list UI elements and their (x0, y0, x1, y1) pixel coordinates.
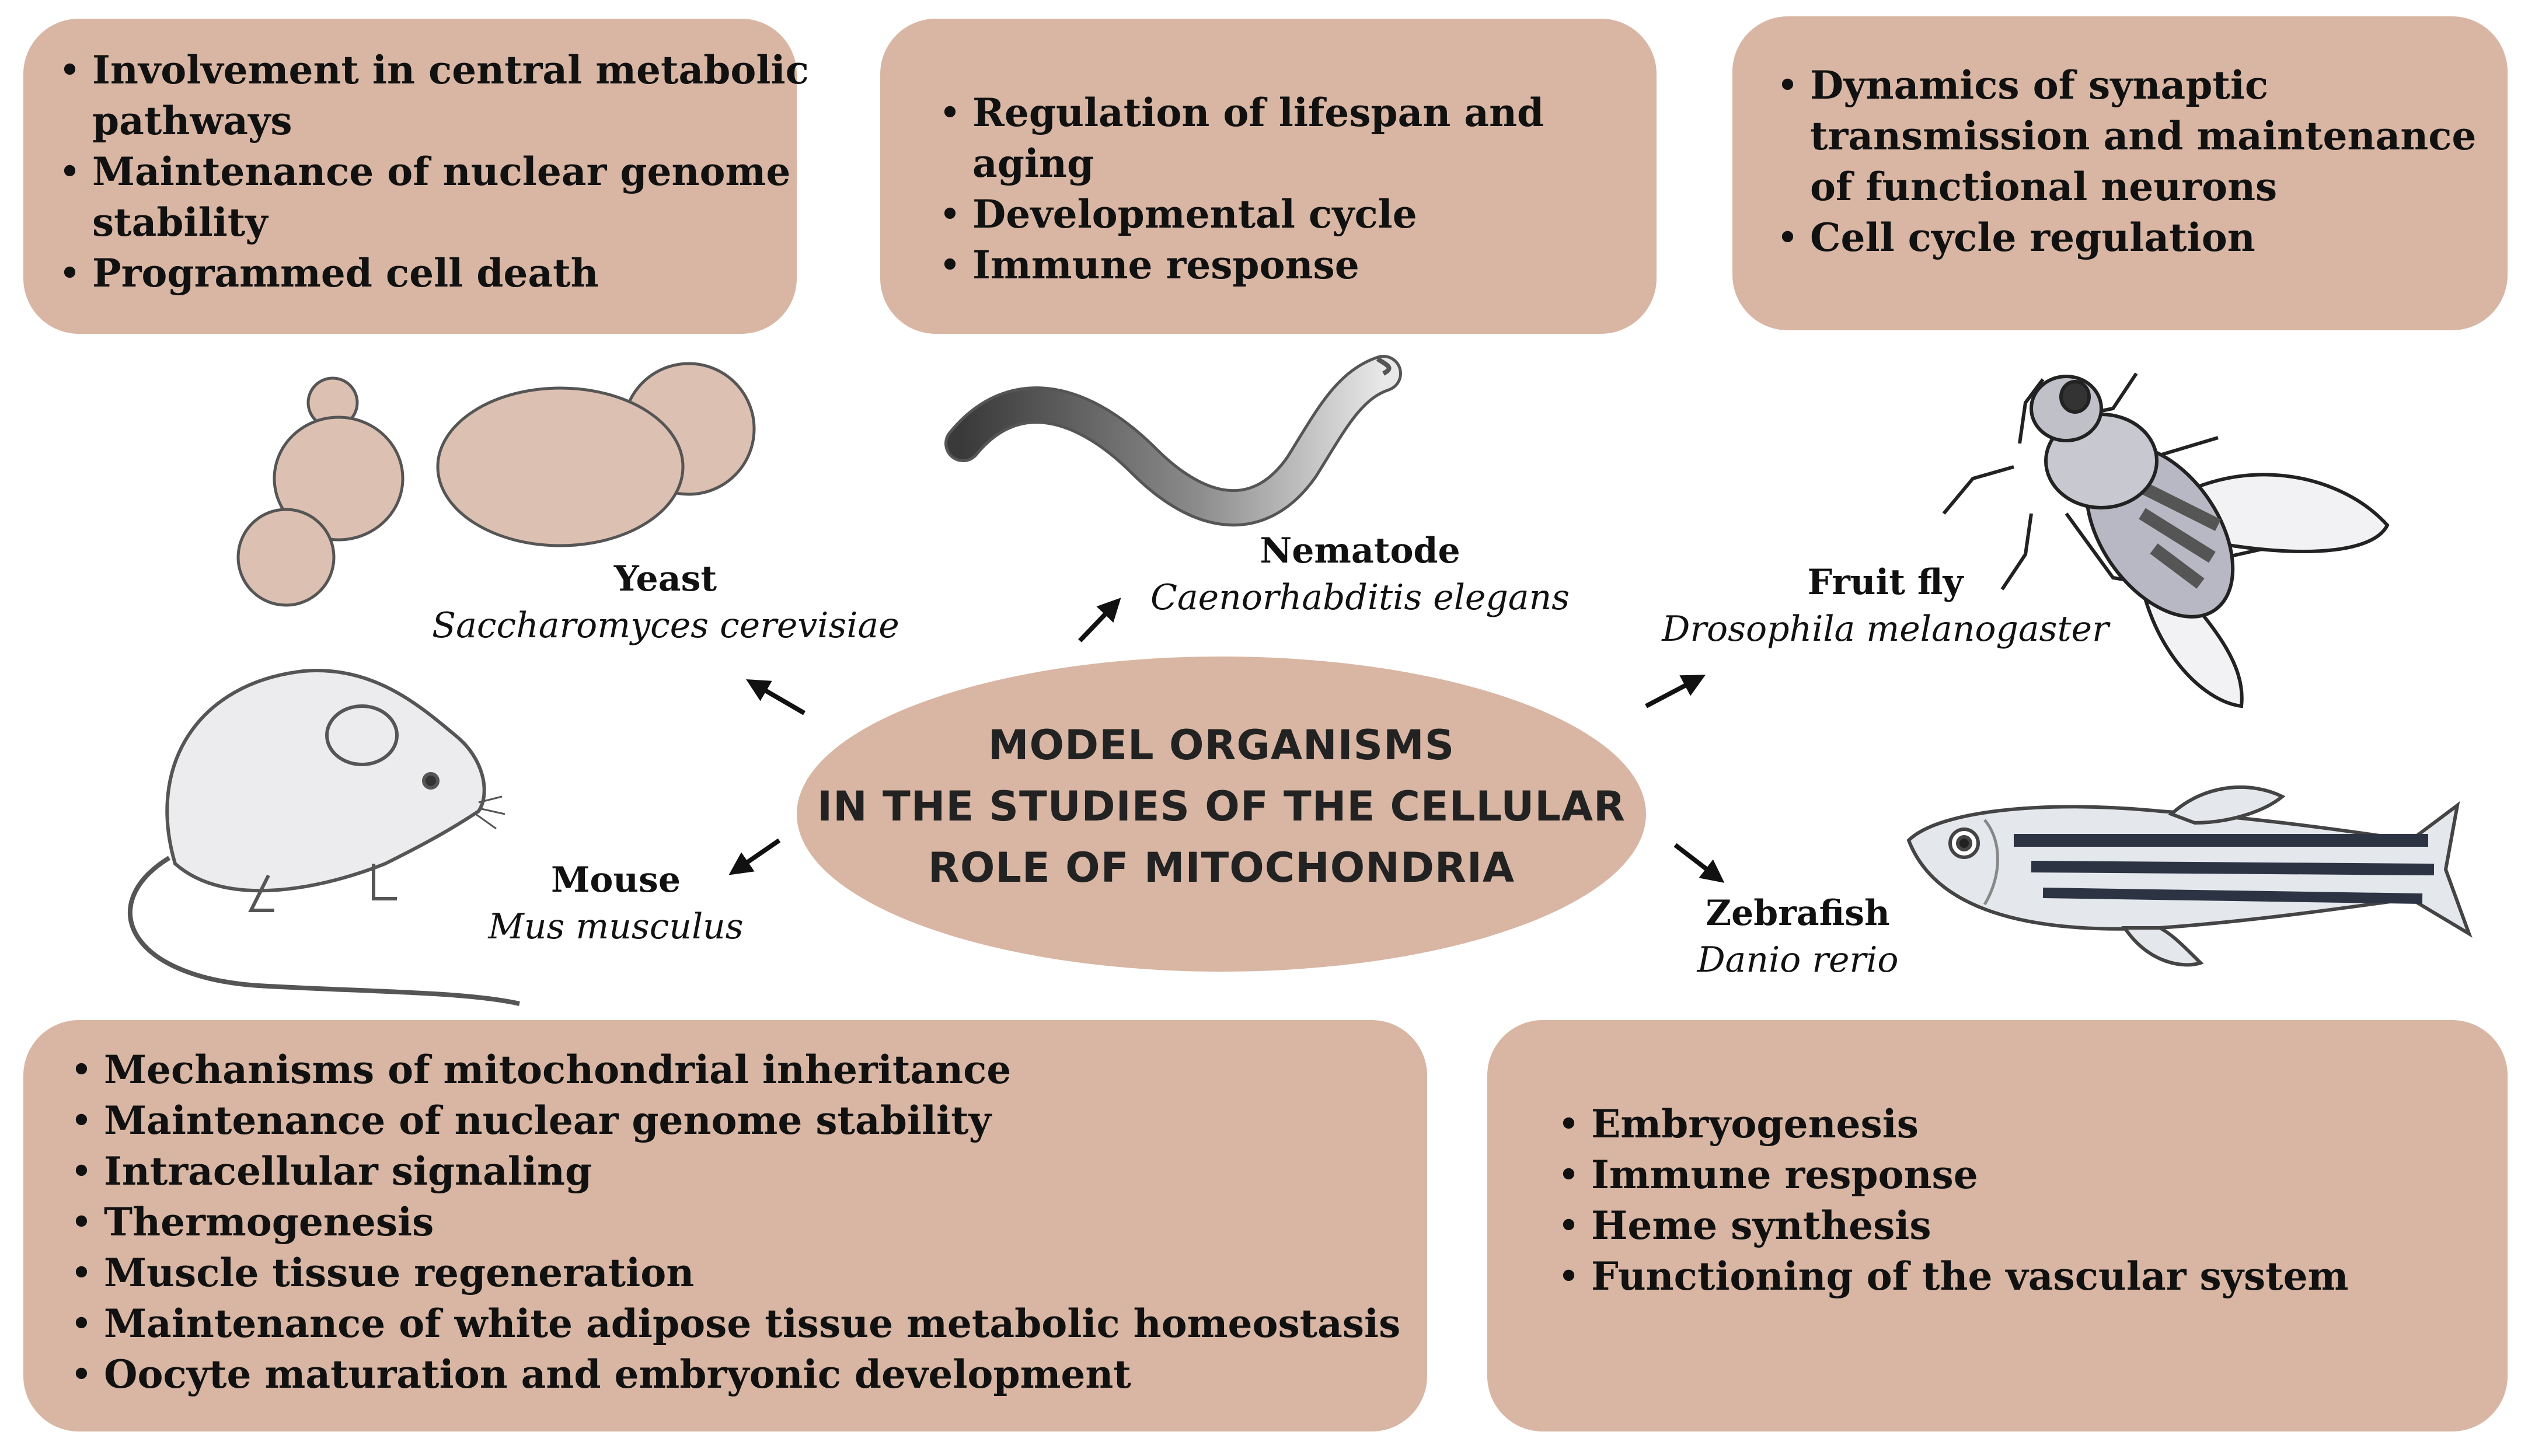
center-ellipse (797, 657, 1646, 972)
zebrafish-functions-box: Embryogenesis Immune response Heme synth… (1487, 1020, 2508, 1431)
mouse-label: Mouse Mus musculus (441, 857, 791, 950)
nematode-functions-box: Regulation of lifespan and aging Develop… (880, 19, 1657, 334)
arrows (728, 598, 1725, 883)
yeast-functions-list: Involvement in central metabolic pathway… (58, 45, 809, 299)
list-item: Oocyte maturation and embryonic developm… (70, 1349, 1404, 1400)
list-item: Functioning of the vascular system (1557, 1251, 2484, 1302)
list-item: Immune response (939, 240, 1633, 291)
arrow-to-nematode (1078, 598, 1121, 643)
mouse-scientific-name: Mus musculus (488, 906, 744, 947)
mouse-common-name: Mouse (550, 860, 681, 900)
arrow-to-zebrafish (1673, 843, 1725, 883)
nematode-common-name: Nematode (1260, 530, 1460, 571)
zebrafish-label: Zebrafish Danio rerio (1623, 890, 1973, 983)
arrow-to-yeast (746, 679, 806, 715)
center-title-line: MODEL ORGANISMS (988, 721, 1455, 769)
list-item: Involvement in central metabolic pathway… (58, 45, 810, 146)
mouse-functions-list: Mechanisms of mitochondrial inheritance … (70, 1045, 1404, 1400)
list-item: Cell cycle regulation (1776, 212, 2484, 263)
list-item: Developmental cycle (939, 189, 1633, 240)
yeast-common-name: Yeast (613, 558, 717, 599)
fruit-fly-icon (1942, 372, 2390, 708)
list-item: Maintenance of nuclear genome stability (58, 146, 810, 248)
yeast-icon (236, 362, 756, 607)
zebrafish-common-name: Zebrafish (1706, 893, 1890, 934)
zebrafish-icon (1906, 785, 2473, 967)
fly-scientific-name: Drosophila melanogaster (1662, 609, 2109, 650)
list-item: Mechanisms of mitochondrial inheritance (70, 1045, 1404, 1095)
nematode-scientific-name: Caenorhabditis elegans (1150, 577, 1570, 618)
list-item: Immune response (1557, 1150, 2484, 1200)
nematode-functions-list: Regulation of lifespan and aging Develop… (939, 88, 1633, 291)
list-item: Programmed cell death (58, 248, 773, 299)
zebrafish-scientific-name: Danio rerio (1697, 940, 1899, 980)
list-item: Maintenance of white adipose tissue meta… (70, 1298, 1404, 1349)
mouse-icon (127, 669, 520, 1006)
mouse-functions-box: Mechanisms of mitochondrial inheritance … (23, 1020, 1427, 1431)
list-item: Regulation of lifespan and aging (939, 88, 1633, 189)
zebrafish-functions-list: Embryogenesis Immune response Heme synth… (1557, 1099, 2484, 1302)
center-title-line: IN THE STUDIES OF THE CELLULAR (817, 783, 1626, 830)
nematode-label: Nematode Caenorhabditis elegans (1127, 528, 1593, 621)
list-item: Thermogenesis (70, 1197, 1404, 1248)
list-item: Heme synthesis (1557, 1200, 2484, 1251)
center-title-line: ROLE OF MITOCHONDRIA (927, 844, 1515, 892)
fly-functions-list: Dynamics of synaptic transmission and ma… (1776, 60, 2484, 263)
list-item: Dynamics of synaptic transmission and ma… (1776, 60, 2487, 212)
yeast-functions-box: Involvement in central metabolic pathway… (23, 19, 809, 334)
yeast-scientific-name: Saccharomyces cerevisiae (432, 605, 899, 646)
list-item: Maintenance of nuclear genome stability (70, 1095, 1404, 1146)
arrow-to-fly (1645, 675, 1706, 708)
arrow-to-mouse (728, 838, 781, 875)
fly-common-name: Fruit fly (1807, 562, 1964, 603)
list-item: Muscle tissue regeneration (70, 1248, 1404, 1298)
fly-functions-box: Dynamics of synaptic transmission and ma… (1732, 16, 2508, 330)
yeast-label: Yeast Saccharomyces cerevisiae (432, 556, 899, 649)
list-item: Intracellular signaling (70, 1146, 1404, 1197)
list-item: Embryogenesis (1557, 1099, 2484, 1150)
nematode-icon (944, 355, 1402, 526)
fly-label: Fruit fly Drosophila melanogaster (1646, 559, 2125, 652)
center-title: MODEL ORGANISMS IN THE STUDIES OF THE CE… (797, 715, 1646, 899)
